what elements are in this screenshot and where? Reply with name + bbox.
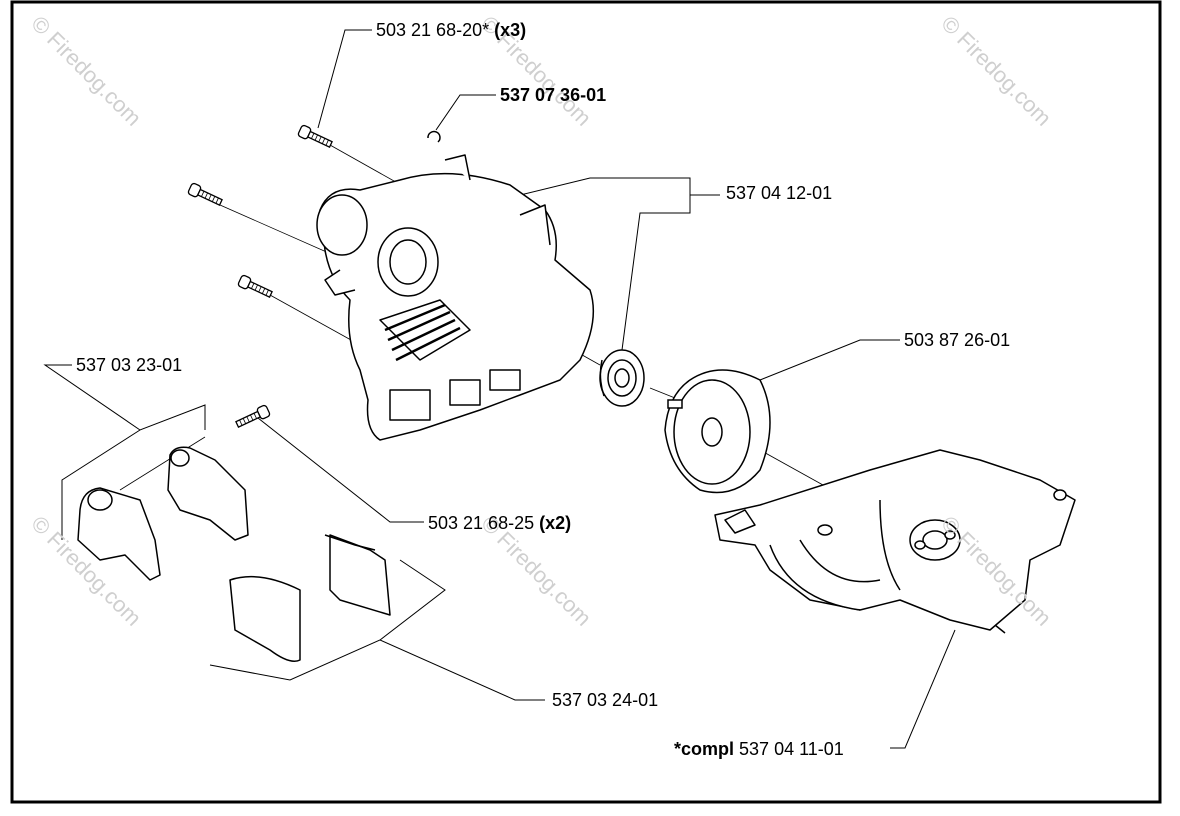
diagram-border <box>10 0 1162 804</box>
lower-housing <box>714 449 1076 634</box>
label-drum: 503 87 26-01 <box>904 330 1011 350</box>
label-clip: 537 07 36-01 <box>500 85 606 105</box>
label-compl-prefix: *compl <box>674 739 735 759</box>
clutch-drum <box>664 369 771 494</box>
leader-lines <box>43 29 956 749</box>
label-guard-cover: 537 03 23-01 <box>76 355 183 375</box>
label-bearing: 537 04 12-01 <box>726 183 833 203</box>
label-bolt-x3-number: 503 21 68-20* <box>376 20 490 40</box>
label-bolt-x2: 503 21 68-25 (x2) <box>428 513 571 533</box>
label-bolt-x2-number: 503 21 68-25 <box>428 513 535 533</box>
bolts <box>187 124 333 428</box>
guard-parts <box>77 446 391 662</box>
watermark-1: © Firedog.com <box>26 11 146 131</box>
label-bolt-x3: 503 21 68-20* (x3) <box>376 20 526 40</box>
label-liners: 537 03 24-01 <box>552 690 659 710</box>
bearing-part <box>599 349 645 407</box>
label-compl: *compl 537 04 11-01 <box>674 739 844 759</box>
label-clip-number: 537 07 36-01 <box>500 85 607 105</box>
label-bolt-x2-qty: (x2) <box>539 513 572 533</box>
watermark-3: © Firedog.com <box>936 11 1056 131</box>
upper-housing <box>316 154 595 441</box>
label-bolt-x3-qty: (x3) <box>494 20 527 40</box>
label-compl-number: 537 04 11-01 <box>739 739 844 759</box>
clip-part <box>427 130 441 143</box>
